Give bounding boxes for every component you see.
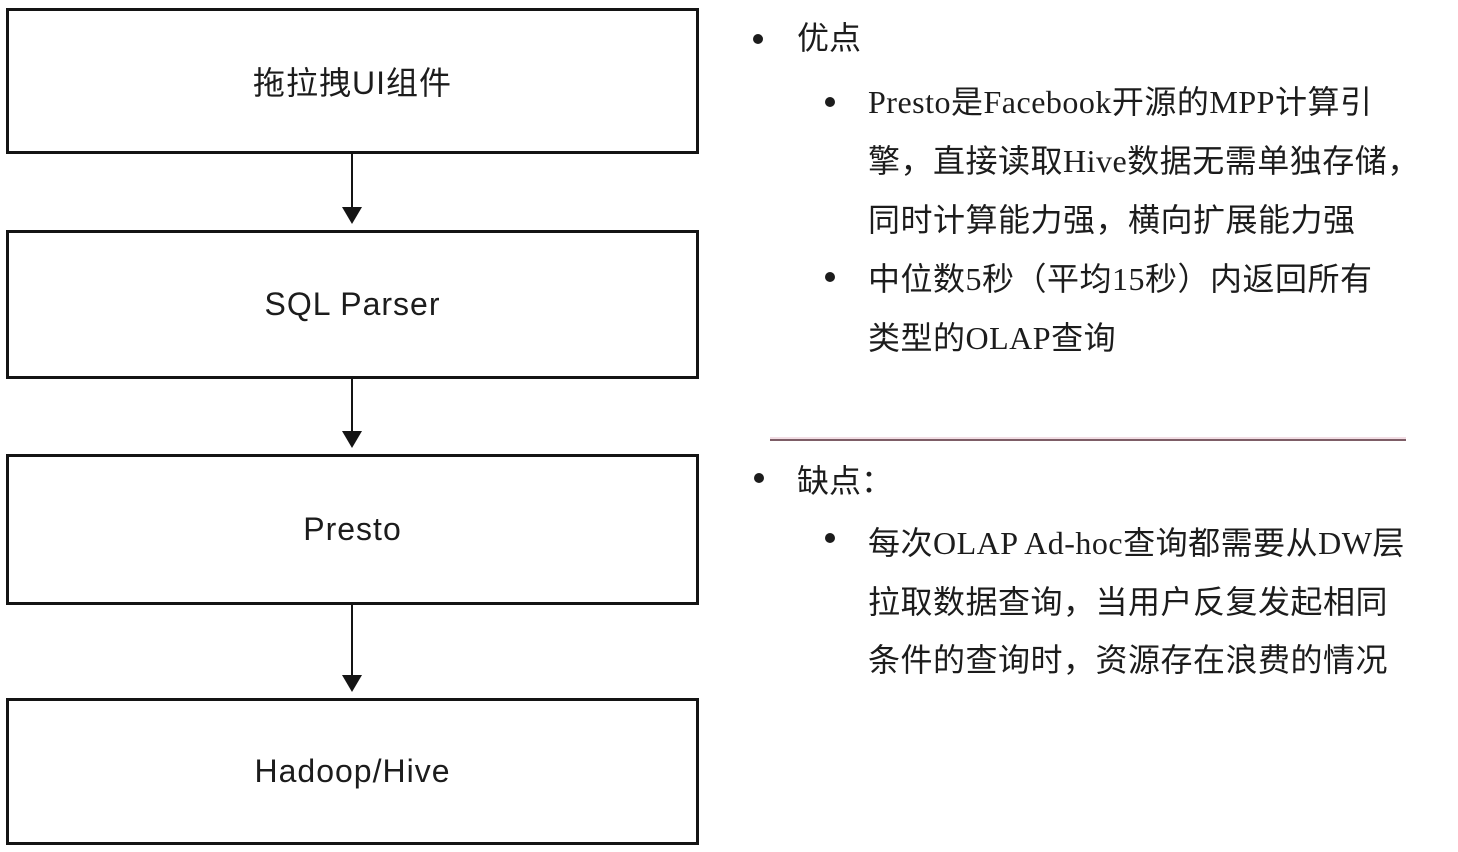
cons-bullet-line: 每次OLAP Ad-hoc查询都需要从DW层 — [868, 525, 1405, 561]
flow-node-sql-parser: SQL Parser — [6, 230, 699, 379]
pros-bullet-line: Presto是Facebook开源的MPP计算引 — [868, 84, 1373, 120]
flow-node-label: Hadoop/Hive — [254, 753, 451, 789]
arrow-down-icon — [342, 675, 362, 692]
flow-node-hadoop-hive: Hadoop/Hive — [6, 698, 699, 845]
pros-bullet-line: 擎，直接读取Hive数据无需单独存储， — [868, 143, 1420, 179]
sub-bullet-icon — [825, 97, 835, 107]
arrow-line — [351, 154, 353, 207]
pros-bullet-line: 同时计算能力强，横向扩展能力强 — [868, 202, 1356, 238]
flow-node-label: Presto — [303, 511, 402, 547]
cons-title: 缺点： — [797, 463, 894, 499]
sub-bullet-icon — [825, 533, 835, 543]
flow-node-label: 拖拉拽UI组件 — [252, 65, 452, 101]
cons-bullet-line: 拉取数据查询，当用户反复发起相同 — [868, 584, 1389, 620]
pros-bullet-line: 中位数5秒（平均15秒）内返回所有 — [868, 261, 1373, 297]
arrow-line — [351, 605, 353, 675]
arrow-line — [351, 379, 353, 431]
sub-bullet-icon — [825, 272, 835, 282]
cons-bullet-line: 条件的查询时，资源存在浪费的情况 — [868, 642, 1389, 678]
flow-node-presto: Presto — [6, 454, 699, 605]
arrow-down-icon — [342, 207, 362, 224]
bullet-icon — [754, 473, 764, 483]
section-divider — [770, 437, 1406, 441]
flow-node-ui-builder: 拖拉拽UI组件 — [6, 8, 699, 154]
arrow-down-icon — [342, 431, 362, 448]
pros-title: 优点 — [797, 20, 862, 56]
bullet-icon — [753, 34, 763, 44]
pros-bullet-line: 类型的OLAP查询 — [868, 320, 1117, 356]
flow-node-label: SQL Parser — [264, 286, 441, 322]
